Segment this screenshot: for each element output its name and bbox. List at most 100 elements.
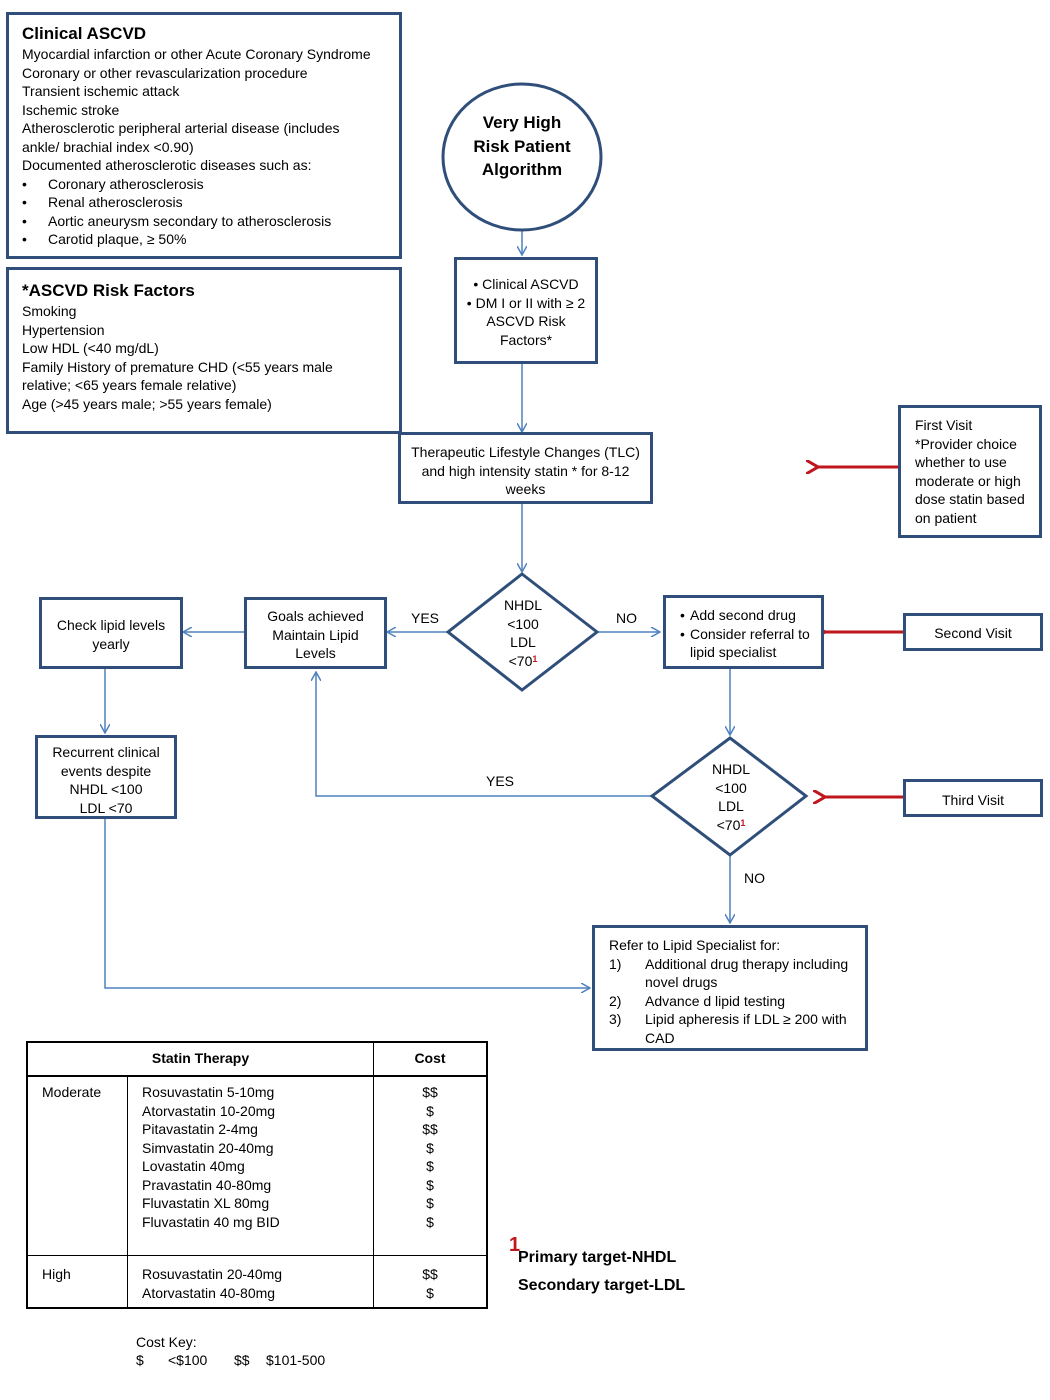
list-item: Add second drug xyxy=(680,606,815,625)
start-ellipse xyxy=(441,82,603,232)
cost-key-symbol: $ xyxy=(136,1352,144,1368)
clinical-line: Ischemic stroke xyxy=(22,101,120,118)
table-row: Pitavastatin 2-4mg xyxy=(142,1121,258,1137)
table-row: Simvastatin 20-40mg xyxy=(142,1139,274,1156)
high-label: High xyxy=(42,1266,71,1282)
no-label: NO xyxy=(744,870,765,886)
item-text: Lipid apheresis if LDL ≥ 200 with CAD xyxy=(645,1011,847,1046)
table-col-rule xyxy=(127,1077,128,1309)
table-row: Lovastatin 40mg xyxy=(142,1158,245,1174)
criteria-item-text: Clinical ASCVD xyxy=(482,276,579,292)
moderate-cost-list: $$ $ $$ $ $ $ $ $ xyxy=(374,1083,486,1231)
refer-specialist-box: Refer to Lipid Specialist for: 1) Additio… xyxy=(592,925,868,1051)
footnote-marker-large: 1 xyxy=(509,1234,521,1256)
item-text: Additional drug therapy including novel … xyxy=(645,955,849,991)
yes-label: YES xyxy=(411,610,440,626)
footnote-secondary: Secondary target-LDL xyxy=(518,1277,686,1294)
list-item: Consider referral to lipid specialist xyxy=(680,625,815,662)
statin-table-frame xyxy=(26,1041,488,1309)
clinical-line: Myocardial infarction or other Acute Cor… xyxy=(22,46,371,62)
refer-title: Refer to Lipid Specialist for: xyxy=(609,937,781,953)
table-row: Atorvastatin 10-20mg xyxy=(142,1102,276,1119)
goals-box: Goals achieved Maintain Lipid Levels xyxy=(244,597,387,669)
yes-label: YES xyxy=(486,773,515,789)
cost-key-title: Cost Key: xyxy=(136,1334,197,1350)
risk-line: Family History of premature CHD (<55 yea… xyxy=(22,358,333,394)
decision1-line: <70 xyxy=(508,652,533,669)
clinical-bullet-list: Coronary atherosclerosis Renal atheroscl… xyxy=(22,175,387,249)
item-number: 1) xyxy=(609,955,622,972)
second-drug-list: Add second drug Consider referral to lip… xyxy=(680,606,815,662)
refer-list: 1) Additional drug therapy including nove… xyxy=(609,955,857,1048)
clinical-line: Atherosclerotic peripheral arterial dise… xyxy=(22,120,340,155)
high-cost-list: $$ $ xyxy=(374,1265,486,1302)
table-row: Pravastatin 40-80mg xyxy=(142,1176,272,1193)
cost-key-symbol: $$ xyxy=(234,1352,250,1368)
decision2-diamond xyxy=(649,736,809,857)
decision1-line: LDL xyxy=(510,634,536,650)
third-visit-text: Third Visit xyxy=(942,792,1004,808)
table-header-cost: Cost xyxy=(414,1050,446,1066)
cost-cell: $ xyxy=(426,1213,434,1230)
clinical-line: Documented atherosclerotic diseases such… xyxy=(22,157,312,173)
tlc-text: Therapeutic Lifestyle Changes (TLC) and … xyxy=(411,444,640,497)
cost-cell: $ xyxy=(426,1195,434,1211)
footnote-primary: Primary target-NHDL xyxy=(518,1249,677,1266)
first-visit-text: First Visit *Provider choice whether to … xyxy=(915,417,1025,526)
clinical-ascvd-box: Clinical ASCVD Myocardial infarction or … xyxy=(6,12,402,259)
criteria-item: • DM I or II with ≥ 2 ASCVD Risk Factors… xyxy=(466,294,586,348)
table-row: Atorvastatin 40-80mg xyxy=(142,1284,276,1301)
footnote-marker: 1 xyxy=(740,817,746,828)
second-visit-text: Second Visit xyxy=(934,625,1012,641)
recurrent-line: events despite xyxy=(60,762,152,779)
moderate-label: Moderate xyxy=(42,1084,102,1100)
risk-line: Low HDL (<40 mg/dL) xyxy=(22,340,159,356)
cost-key-value: $101-500 xyxy=(266,1352,326,1368)
clinical-line: Transient ischemic attack xyxy=(22,83,180,99)
recurrent-line: Recurrent clinical xyxy=(52,744,160,760)
cost-cell: $ xyxy=(426,1176,434,1193)
table-row: Rosuvastatin 5-10mg xyxy=(142,1084,275,1100)
check-lipid-box: Check lipid levels yearly xyxy=(39,597,183,669)
check-lipid-text: Check lipid levels yearly xyxy=(56,617,166,652)
risk-factors-title: *ASCVD Risk Factors xyxy=(22,281,195,300)
decision1-text: NHDL <100 LDL <701 xyxy=(482,596,564,670)
criteria-item: • Clinical ASCVD xyxy=(473,276,579,292)
table-header-rule xyxy=(26,1075,488,1077)
decision2-line: <100 xyxy=(715,779,747,796)
table-row: Fluvastatin XL 80mg xyxy=(142,1195,270,1211)
arrow-decision2-yes xyxy=(316,672,652,797)
table-col-rule xyxy=(373,1041,374,1309)
table-row: Rosuvastatin 20-40mg xyxy=(142,1266,283,1282)
second-visit-box: Second Visit xyxy=(903,613,1043,651)
moderate-drug-list: Rosuvastatin 5-10mg Atorvastatin 10-20mg… xyxy=(142,1083,370,1231)
decision2-line: NHDL xyxy=(711,761,751,777)
high-drug-list: Rosuvastatin 20-40mg Atorvastatin 40-80m… xyxy=(142,1265,370,1302)
no-label: NO xyxy=(616,610,637,626)
recurrent-line: NHDL <100 xyxy=(69,781,143,797)
list-item: Carotid plaque, ≥ 50% xyxy=(22,230,387,249)
list-item: Aortic aneurysm secondary to atheroscler… xyxy=(22,212,387,231)
risk-line: Hypertension xyxy=(22,321,105,338)
risk-line: Age (>45 years male; >55 years female) xyxy=(22,395,272,412)
list-item: Renal atherosclerosis xyxy=(22,193,387,212)
criteria-item-text: DM I or II with ≥ 2 ASCVD Risk Factors* xyxy=(475,294,586,348)
cost-cell: $ xyxy=(426,1139,434,1156)
item-number: 2) xyxy=(609,992,622,1009)
goals-text: Goals achieved Maintain Lipid Levels xyxy=(267,608,364,661)
cost-cell: $$ xyxy=(422,1266,438,1282)
table-header-therapy: Statin Therapy xyxy=(151,1050,250,1066)
decision1-diamond xyxy=(445,572,600,692)
tlc-box: Therapeutic Lifestyle Changes (TLC) and … xyxy=(398,432,653,504)
criteria-box: • Clinical ASCVD • DM I or II with ≥ 2 A… xyxy=(454,257,598,364)
clinical-ascvd-title: Clinical ASCVD xyxy=(22,24,147,43)
first-visit-box: First Visit *Provider choice whether to … xyxy=(898,405,1042,538)
decision1-line: <100 xyxy=(507,615,539,632)
arrow-recurrent-to-refer xyxy=(104,818,590,988)
list-item: 2)Advance d lipid testing xyxy=(609,992,857,1011)
risk-factors-box: *ASCVD Risk Factors Smoking Hypertension… xyxy=(6,267,402,434)
decision2-text: NHDL <100 LDL <701 xyxy=(690,760,772,834)
recurrent-line: LDL <70 xyxy=(79,799,133,816)
list-item: 3)Lipid apheresis if LDL ≥ 200 with CAD xyxy=(609,1010,857,1047)
